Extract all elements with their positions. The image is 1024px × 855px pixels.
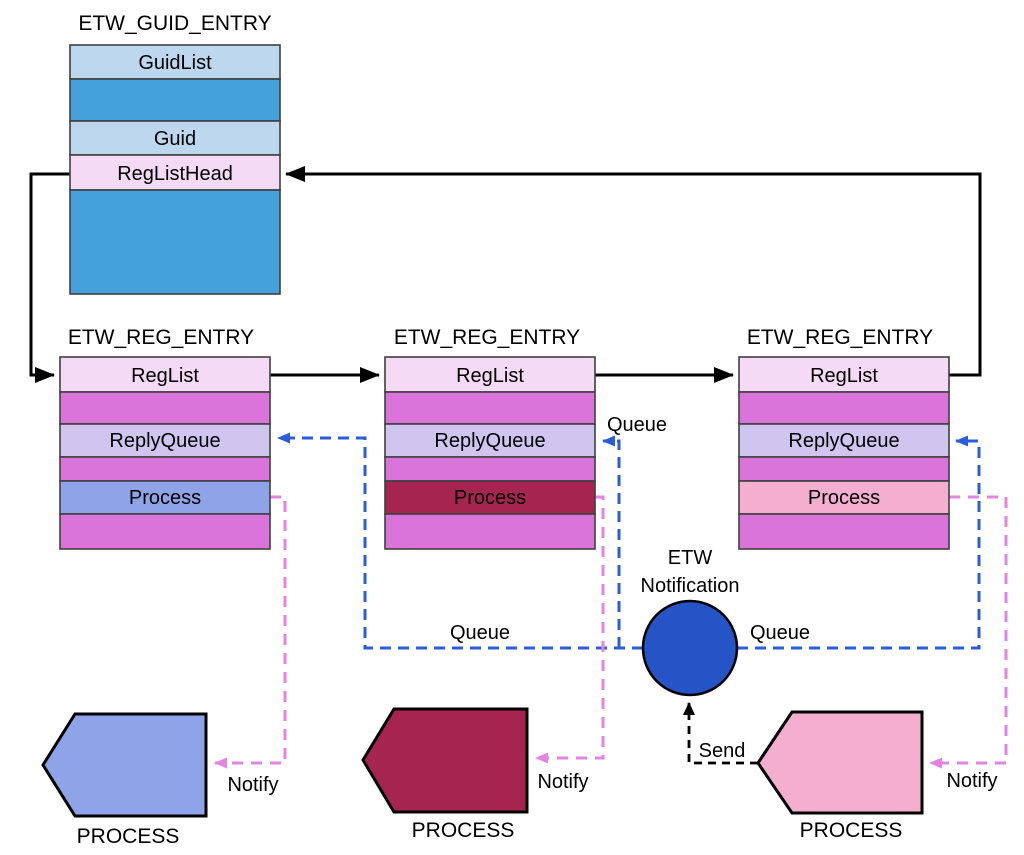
replyqueue-label-2: ReplyQueue: [434, 430, 545, 452]
notify-label-right: Notify: [946, 770, 997, 792]
notification-circle: [641, 599, 739, 697]
process-pentagon-3: [756, 710, 924, 815]
process-pentagon-2: [361, 707, 529, 814]
regentry3-back-to-reglisthead-arrow: [285, 166, 982, 377]
etw-notification-title-line2: Notification: [641, 575, 740, 597]
process-label-1: Process: [129, 487, 201, 509]
etw-reg-entry-title-1: ETW_REG_ENTRY: [68, 326, 254, 349]
reglisthead-label: RegListHead: [117, 163, 233, 185]
guidlist-row: [69, 44, 281, 80]
process-shape-left: PROCESS: [41, 712, 208, 848]
reg2-filler-row-1: [384, 391, 596, 425]
reglist-row-2: [384, 356, 596, 393]
guid-label: Guid: [154, 128, 196, 150]
replyqueue-row-3: [738, 423, 950, 458]
etw-reg-entry-title-3: ETW_REG_ENTRY: [747, 326, 933, 349]
guid-entry-filler-row-1: [69, 78, 281, 122]
reg2-filler-row-3: [384, 513, 596, 550]
edge-labels: Queue Queue Queue Notify Notify Notify S…: [227, 414, 997, 796]
process-label-3: Process: [808, 487, 880, 509]
queue-label-right: Queue: [750, 622, 810, 644]
notify-dashed-arrows: [214, 495, 1008, 769]
etw-reg-entry-table-3: ETW_REG_ENTRY RegList ReplyQueue Process: [738, 326, 950, 550]
etw-guid-entry-title: ETW_GUID_ENTRY: [78, 12, 271, 35]
process-caption-3: PROCESS: [800, 819, 903, 842]
process-row-1: [59, 480, 271, 515]
queue-arrow-to-replyqueue-1: [277, 432, 643, 650]
reg3-filler-row-1: [738, 391, 950, 425]
reglist-label-3: RegList: [810, 365, 878, 387]
reglisthead-to-first-regentry-arrow: [29, 172, 70, 383]
reg3-filler-row-3: [738, 513, 950, 550]
notify-label-middle: Notify: [537, 771, 588, 793]
guidlist-label: GuidList: [138, 52, 212, 74]
reglist-row-1: [59, 356, 271, 393]
queue-dashed-arrows: [277, 432, 981, 650]
reglist-linked-list-arrows: [29, 166, 982, 383]
etw-reg-entry-table-2: ETW_REG_ENTRY RegList ReplyQueue Process: [384, 326, 596, 550]
process-caption-2: PROCESS: [412, 819, 515, 842]
etw-reg-entry-table-1: ETW_REG_ENTRY RegList ReplyQueue Process: [59, 326, 271, 550]
queue-arrow-to-replyqueue-3: [737, 435, 981, 650]
reglist-label-1: RegList: [131, 365, 199, 387]
queue-label-left: Queue: [450, 622, 510, 644]
process-shape-right: PROCESS: [756, 710, 924, 842]
reglisthead-row: [69, 154, 281, 191]
queue-arrow-to-replyqueue-2: [602, 435, 621, 648]
notify-arrow-process-2: [535, 495, 605, 764]
replyqueue-row-1: [59, 423, 271, 458]
etw-guid-entry-table: ETW_GUID_ENTRY GuidList Guid RegListHead: [69, 12, 281, 295]
guid-entry-filler-row-2: [69, 189, 281, 295]
send-label: Send: [699, 740, 746, 762]
replyqueue-label-3: ReplyQueue: [788, 430, 899, 452]
reg3-filler-row-2: [738, 456, 950, 482]
etw-reg-entry-title-2: ETW_REG_ENTRY: [394, 326, 580, 349]
process-pentagon-1: [41, 712, 208, 818]
reglist-row-3: [738, 356, 950, 393]
queue-label-middle: Queue: [607, 414, 667, 436]
etw-notification-title-line1: ETW: [668, 547, 713, 569]
reg1-filler-row-3: [59, 513, 271, 550]
notify-label-left: Notify: [227, 774, 278, 796]
replyqueue-row-2: [384, 423, 596, 458]
notify-arrow-process-3: [929, 495, 1008, 769]
replyqueue-label-1: ReplyQueue: [109, 430, 220, 452]
process-shape-middle: PROCESS: [361, 707, 529, 842]
process-label-2: Process: [454, 487, 526, 509]
reg2-filler-row-2: [384, 456, 596, 482]
notify-arrow-process-1: [214, 495, 287, 769]
reg1-filler-row-1: [59, 391, 271, 425]
reg1-filler-row-2: [59, 456, 271, 482]
process-caption-1: PROCESS: [77, 825, 180, 848]
etw-notification-node: ETW Notification: [641, 547, 740, 697]
reglist-label-2: RegList: [456, 365, 524, 387]
